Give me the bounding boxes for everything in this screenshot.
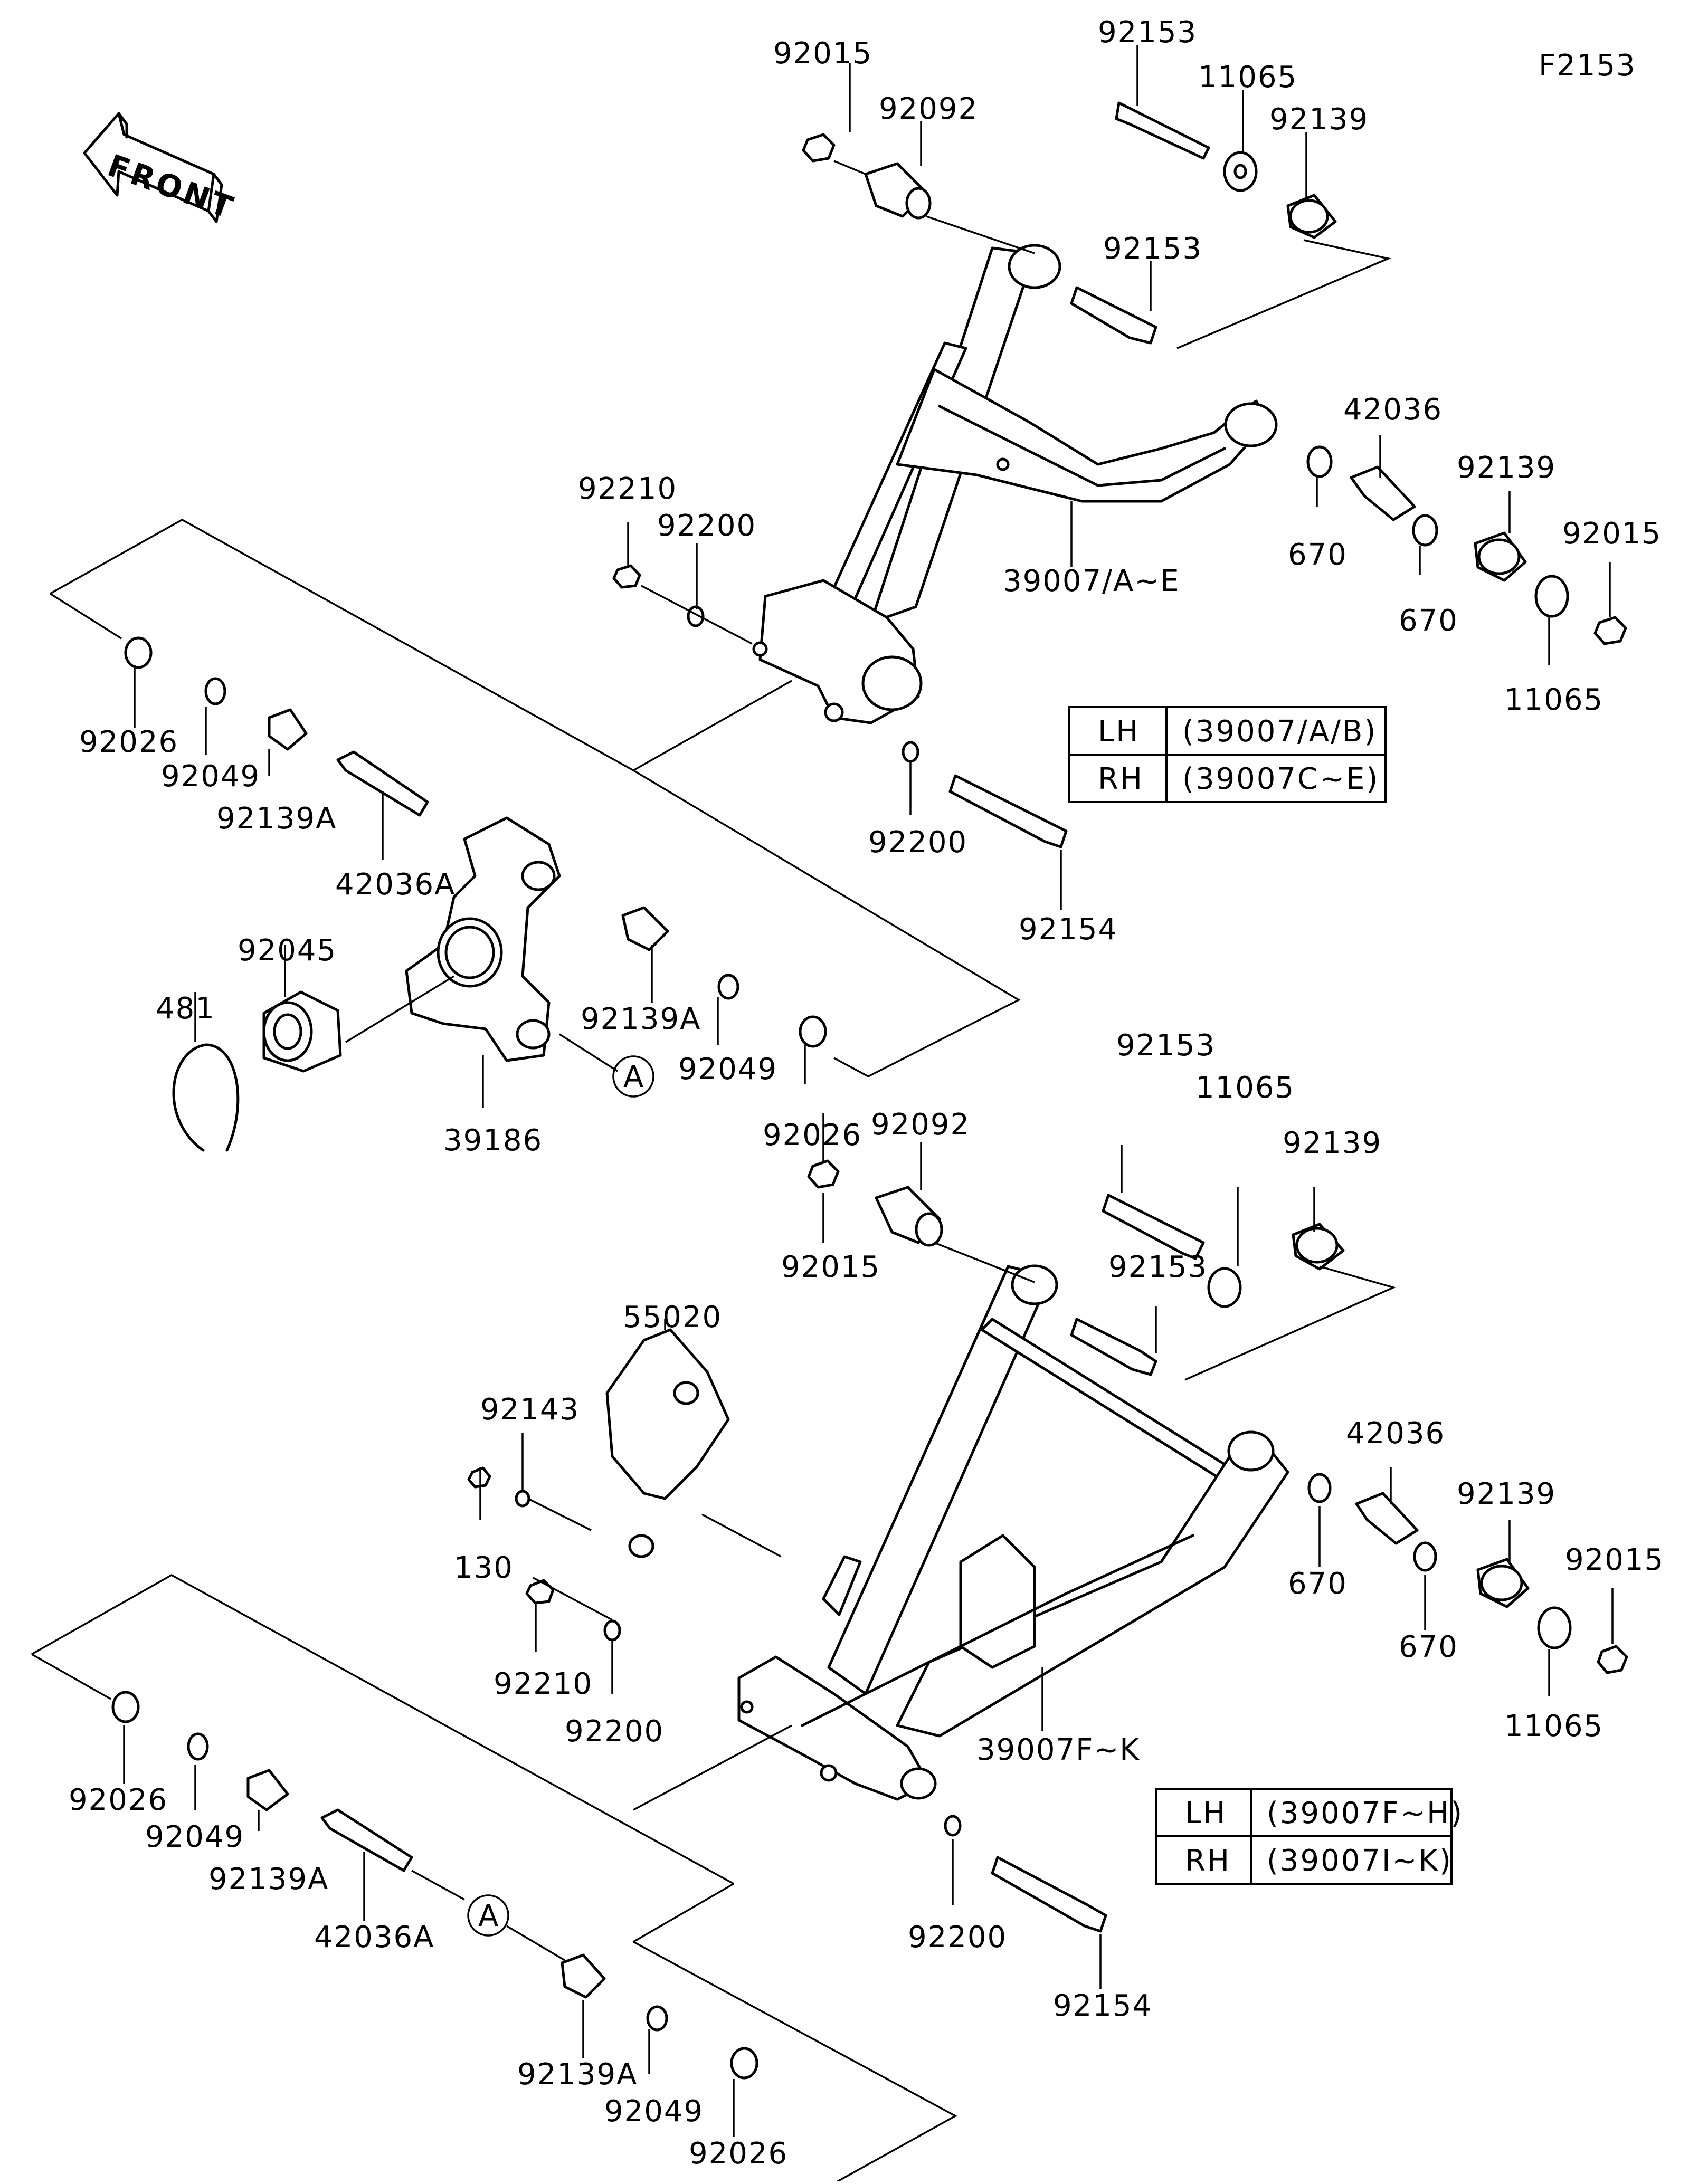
part-number-label: 92026 — [79, 725, 178, 759]
part-number-label: 11065 — [1504, 683, 1603, 717]
part-number-label: 39007F~K — [976, 1733, 1140, 1767]
part-number-label: 92143 — [480, 1393, 580, 1427]
part-number-label: 92210 — [494, 1667, 593, 1701]
part-number-label: 92026 — [763, 1118, 862, 1152]
part-number-label: 92015 — [1565, 1543, 1664, 1577]
part-number-label: 92153 — [1116, 1028, 1216, 1063]
table-lower-rh-parts: (39007I~K) — [1267, 1844, 1453, 1878]
part-number-label: 11065 — [1195, 1071, 1295, 1105]
part-number-label: 92092 — [879, 92, 978, 126]
part-number-label: 92139A — [208, 1862, 329, 1896]
part-number-label: 92200 — [565, 1714, 664, 1749]
lower-pivot-group: A — [31, 1573, 957, 2184]
front-arrow-icon: FRONT — [83, 112, 240, 226]
part-number-label: 92049 — [604, 2094, 704, 2129]
part-number-label: 481 — [156, 991, 215, 1026]
lower-swing-arm-assembly: LH (39007F~H) RH (39007I~K) — [605, 1264, 1464, 1885]
part-number-label: 92139A — [581, 1002, 701, 1036]
lower-hardware — [467, 1113, 1628, 1989]
part-number-label: 92026 — [689, 2137, 788, 2171]
part-number-label: 92210 — [578, 472, 677, 506]
part-number-label: 92153 — [1103, 232, 1202, 266]
part-number-label: 92045 — [238, 933, 337, 968]
callout-a-lower: A — [478, 1899, 499, 1933]
part-number-label: 130 — [454, 1551, 514, 1585]
part-number-label: 92139 — [1457, 1477, 1556, 1511]
upper-pivot-group: A — [50, 518, 1021, 1152]
figure-code: F2153 — [1539, 49, 1636, 83]
part-number-label: 92015 — [781, 1250, 880, 1284]
part-number-label: 55020 — [623, 1300, 722, 1334]
part-number-label: 92015 — [773, 36, 872, 71]
part-number-label: 42036 — [1346, 1416, 1445, 1451]
part-number-label: 42036A — [314, 1920, 434, 1954]
part-number-label: 11065 — [1198, 60, 1297, 94]
part-number-label: 670 — [1288, 538, 1348, 572]
part-number-label: 92200 — [868, 825, 967, 860]
part-number-label: 92154 — [1053, 1989, 1152, 2023]
part-number-label: 92139 — [1283, 1126, 1382, 1160]
part-number-label: 92154 — [1019, 912, 1118, 947]
table-lower-lh-side: LH — [1185, 1796, 1227, 1830]
part-number-label: 92153 — [1098, 15, 1197, 50]
part-number-label: 42036A — [335, 867, 456, 902]
table-upper-rh-parts: (39007C~E) — [1182, 762, 1379, 796]
part-number-label: 92015 — [1562, 517, 1662, 551]
part-number-label: 92139A — [216, 802, 337, 836]
part-number-label: 670 — [1399, 604, 1458, 638]
part-number-label: 92139A — [517, 2057, 638, 2092]
part-number-label: 92200 — [657, 509, 756, 543]
part-number-label: 11065 — [1504, 1709, 1603, 1743]
upper-hardware — [612, 45, 1627, 910]
part-number-label: 92153 — [1108, 1250, 1208, 1284]
part-number-label: 92139 — [1269, 102, 1369, 137]
part-number-label: 92049 — [161, 759, 260, 794]
part-number-label: 670 — [1288, 1567, 1348, 1601]
part-number-label: 92049 — [145, 1820, 244, 1854]
part-number-label: 92049 — [678, 1052, 777, 1086]
part-number-label: 670 — [1399, 1630, 1458, 1664]
part-labels: 9201592092921531106592139921534203692139… — [69, 15, 1664, 2171]
table-upper-rh-side: RH — [1098, 762, 1144, 796]
part-number-label: 92092 — [871, 1108, 970, 1142]
callout-a-upper: A — [623, 1060, 644, 1094]
part-number-label: 39007/A~E — [1003, 564, 1180, 598]
part-number-label: 42036 — [1343, 393, 1443, 427]
table-lower-rh-side: RH — [1185, 1844, 1231, 1878]
part-number-label: 39186 — [443, 1123, 543, 1158]
part-number-label: 92139 — [1457, 451, 1556, 485]
part-number-label: 92200 — [908, 1920, 1007, 1954]
table-upper-lh-parts: (39007/A/B) — [1182, 714, 1377, 749]
part-number-label: 92026 — [69, 1783, 168, 1817]
table-lower-lh-parts: (39007F~H) — [1267, 1796, 1464, 1830]
table-upper-lh-side: LH — [1098, 714, 1140, 749]
upper-swing-arm-assembly: LH (39007/A/B) RH (39007C~E) — [752, 244, 1387, 803]
